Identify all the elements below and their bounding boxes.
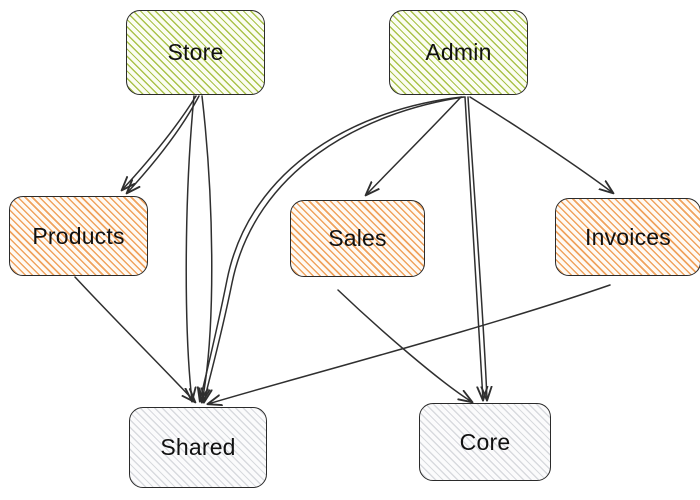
edge-products-to-shared	[74, 276, 195, 402]
edge-admin-to-shared	[204, 96, 465, 402]
node-store-label: Store	[167, 39, 224, 65]
edges-group	[74, 95, 613, 404]
node-shared-label: Shared	[160, 434, 236, 460]
node-products-label: Products	[32, 222, 125, 249]
node-invoices-label: Invoices	[585, 223, 671, 250]
edge-sales-to-core	[337, 289, 472, 402]
edge-admin-to-core	[467, 96, 487, 400]
node-invoices[interactable]: Invoices	[555, 198, 700, 276]
edge-admin-to-sales	[366, 96, 462, 195]
node-core-label: Core	[459, 428, 511, 455]
edge-store-to-shared	[186, 95, 194, 401]
node-shared[interactable]: Shared	[129, 407, 267, 488]
node-store[interactable]: Store	[126, 10, 265, 95]
node-sales-label: Sales	[328, 225, 387, 251]
edge-invoices-to-shared	[208, 284, 611, 404]
node-admin-label: Admin	[425, 39, 492, 65]
edge-store-to-products	[122, 95, 197, 190]
node-admin[interactable]: Admin	[389, 10, 528, 95]
node-sales[interactable]: Sales	[290, 200, 425, 277]
edge-admin-to-core	[464, 96, 483, 400]
node-products[interactable]: Products	[9, 196, 148, 276]
edge-admin-to-shared	[200, 96, 463, 401]
node-core[interactable]: Core	[419, 403, 551, 481]
edge-admin-to-invoices	[469, 96, 613, 193]
